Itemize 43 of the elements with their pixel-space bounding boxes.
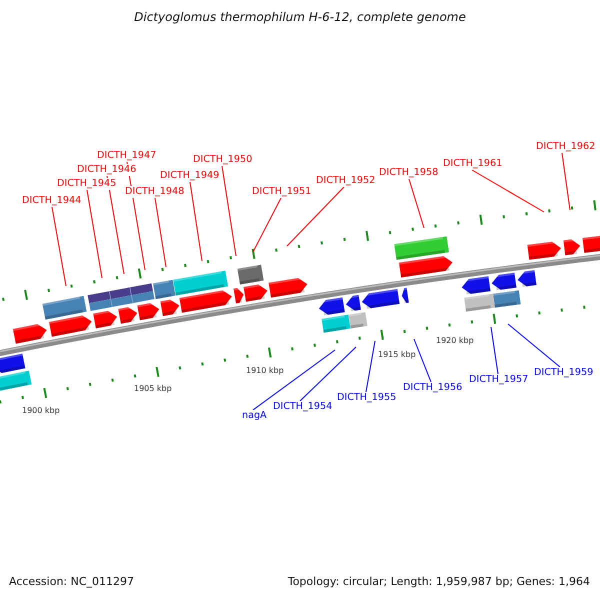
- gene-label: DICTH_1958: [379, 167, 438, 179]
- gene-label: DICTH_1951: [252, 186, 312, 198]
- leader-line: [472, 170, 544, 212]
- leader-line: [222, 166, 236, 256]
- scale-label: 1900 kbp: [22, 406, 60, 416]
- gene-label: DICTH_1956: [403, 382, 462, 394]
- gene-label: DICTH_1949: [160, 170, 220, 182]
- leader-line: [508, 324, 560, 368]
- leader-line: [154, 198, 166, 268]
- leader-line: [408, 178, 424, 228]
- gene-label: DICTH_1944: [22, 195, 82, 207]
- gene-label: DICTH_1950: [193, 154, 252, 166]
- gene-label: DICTH_1945: [57, 178, 116, 190]
- gene-label: DICTH_1955: [337, 392, 396, 404]
- scale-label: 1920 kbp: [436, 336, 474, 346]
- scale-label: 1910 kbp: [246, 366, 284, 376]
- gene-label: DICTH_1952: [316, 175, 376, 187]
- scale-label: 1915 kbp: [378, 350, 416, 360]
- gene-label: DICTH_1957: [469, 374, 528, 386]
- gene-label: DICTH_1961: [443, 158, 502, 170]
- gene-label: nagA: [242, 410, 267, 422]
- gene-label: DICTH_1959: [534, 367, 594, 379]
- diagram-title: Dictyoglomus thermophilum H-6-12, complete genome: [133, 10, 467, 24]
- leader-line: [190, 182, 202, 262]
- accession-text: Accession: NC_011297: [9, 575, 134, 589]
- leader-line: [52, 206, 66, 286]
- leader-line: [562, 152, 570, 210]
- leader-line: [300, 346, 356, 402]
- leader-line: [414, 338, 432, 382]
- gene-label: DICTH_1948: [125, 186, 184, 198]
- scale-label: 1905 kbp: [134, 384, 172, 394]
- leader-line: [490, 326, 498, 374]
- leader-line: [366, 340, 376, 392]
- leader-line: [86, 190, 102, 278]
- leader-line: [286, 186, 344, 246]
- leader-line: [252, 198, 282, 252]
- leader-line: [106, 176, 124, 274]
- gene-label: DICTH_1954: [273, 401, 332, 413]
- genome-stats-text: Topology: circular; Length: 1,959,987 bp; Genes: 1,964: [288, 575, 590, 589]
- leader-line: [252, 350, 336, 410]
- gene-label: DICTH_1947: [97, 150, 156, 162]
- gene-label: DICTH_1962: [536, 141, 596, 153]
- gene-label: DICTH_1946: [77, 164, 136, 176]
